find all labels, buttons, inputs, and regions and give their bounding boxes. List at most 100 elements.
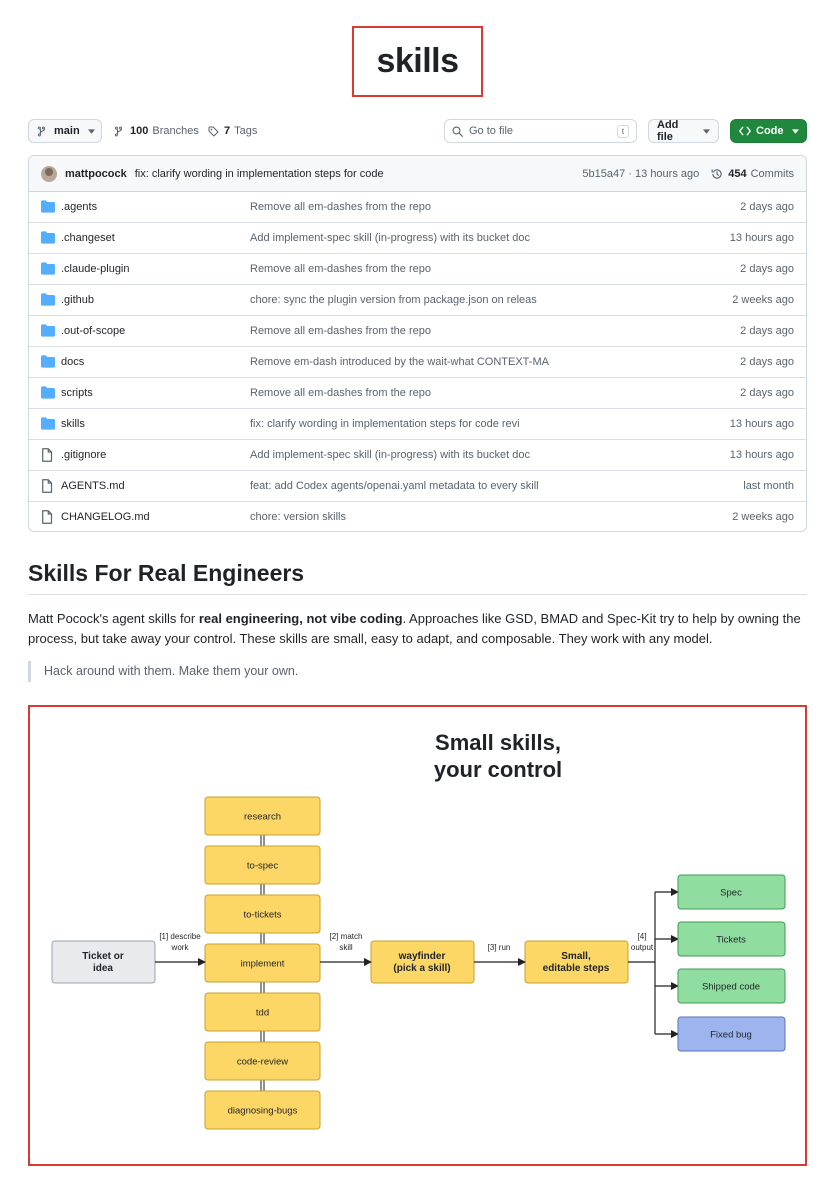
input-box-label: Ticket or	[82, 951, 124, 962]
skill-box	[204, 1041, 321, 1081]
commits-count: 454	[728, 168, 747, 180]
output-box-label: Spec	[720, 888, 742, 899]
skill-box	[204, 992, 321, 1032]
file-name-link[interactable]: .claude-plugin	[61, 263, 130, 275]
file-row[interactable]: .agents Remove all em-dashes from the rep…	[29, 192, 806, 223]
repo-title-box: skills	[352, 26, 483, 97]
file-row[interactable]: scripts Remove all em-dashes from the rep…	[29, 378, 806, 409]
file-row[interactable]: docs Remove em-dash introduced by the wai…	[29, 347, 806, 378]
editable-steps-box	[524, 940, 629, 984]
edge-label: [1] describe	[159, 932, 201, 941]
branch-select-button[interactable]: main	[28, 119, 102, 143]
readme-paragraph: Matt Pocock's agent skills for real engi…	[28, 609, 807, 649]
file-name-link[interactable]: AGENTS.md	[61, 480, 125, 492]
readme-title: Skills For Real Engineers	[28, 560, 305, 586]
go-to-file-input[interactable]: Go to file t	[444, 119, 637, 143]
file-commit-message[interactable]: Add implement-spec skill (in-progress) w…	[250, 232, 530, 244]
output-box-label: Fixed bug	[710, 1030, 752, 1041]
input-box	[51, 940, 156, 984]
wayfinder-label: wayfinder	[398, 951, 446, 962]
branch-icon	[114, 126, 123, 136]
file-row[interactable]: .github chore: sync the plugin version fr…	[29, 285, 806, 316]
file-commit-time: 13 hours ago	[729, 232, 794, 244]
file-row[interactable]: .gitignore Add implement-spec skill (in-p…	[29, 440, 806, 471]
file-commit-message[interactable]: Add implement-spec skill (in-progress) w…	[250, 449, 530, 461]
file-commit-message[interactable]: fix: clarify wording in implementation s…	[250, 418, 520, 430]
skill-box	[204, 894, 321, 934]
editable-steps-label: Small,	[561, 951, 591, 962]
edge-label: output	[631, 943, 654, 952]
add-file-button[interactable]: Add file	[648, 119, 719, 143]
folder-icon	[41, 231, 55, 245]
branch-icon	[37, 126, 46, 136]
file-commit-message[interactable]: chore: sync the plugin version from pack…	[250, 294, 537, 306]
file-name-link[interactable]: .changeset	[61, 232, 115, 244]
code-icon	[739, 126, 751, 136]
skill-box	[204, 1090, 321, 1130]
output-box	[677, 968, 786, 1004]
repo-title: skills	[376, 42, 459, 80]
code-button[interactable]: Code	[730, 119, 807, 143]
skill-box-label: implement	[241, 959, 285, 970]
file-commit-message[interactable]: Remove all em-dashes from the repo	[250, 387, 431, 399]
edge-label: [2] match	[330, 932, 363, 941]
branches-link[interactable]: 100 Branches	[114, 119, 199, 143]
tags-count: 7	[224, 125, 231, 137]
file-row[interactable]: .changeset Add implement-spec skill (in-p…	[29, 223, 806, 254]
file-commit-message[interactable]: Remove em-dash introduced by the wait-wh…	[250, 356, 550, 368]
commits-link[interactable]: 454 Commits	[711, 168, 794, 180]
commit-author[interactable]: mattpocock	[65, 167, 127, 180]
file-name-link[interactable]: .out-of-scope	[61, 325, 126, 337]
file-commit-message[interactable]: Remove all em-dashes from the repo	[250, 201, 431, 213]
file-name-link[interactable]: .github	[61, 294, 95, 306]
branch-name: main	[54, 125, 80, 137]
latest-commit-row: mattpocock fix: clarify wording in imple…	[29, 156, 806, 192]
history-icon	[711, 169, 722, 179]
tags-link[interactable]: 7 Tags	[208, 119, 257, 143]
file-row[interactable]: .claude-plugin Remove all em-dashes from …	[29, 254, 806, 285]
file-name-link[interactable]: .agents	[61, 201, 98, 213]
folder-icon	[41, 355, 55, 369]
file-icon	[41, 510, 55, 524]
skill-box-label: research	[244, 812, 281, 823]
commit-hash-time[interactable]: 5b15a47 · 13 hours ago	[582, 168, 700, 180]
folder-icon	[41, 293, 55, 307]
file-name-link[interactable]: .gitignore	[61, 449, 107, 461]
file-commit-message[interactable]: Remove all em-dashes from the repo	[250, 263, 431, 275]
editable-steps-label: editable steps	[543, 963, 610, 974]
file-commit-time: 2 weeks ago	[732, 511, 794, 523]
output-box	[677, 921, 786, 957]
search-icon	[452, 125, 463, 137]
file-name-link[interactable]: docs	[61, 356, 85, 368]
file-icon	[41, 479, 55, 493]
file-row[interactable]: AGENTS.md feat: add Codex agents/openai.y…	[29, 471, 806, 502]
file-commit-time: last month	[743, 480, 794, 492]
chevron-down-icon	[791, 128, 799, 134]
add-file-label: Add file	[657, 119, 679, 143]
file-row[interactable]: skills fix: clarify wording in implementa…	[29, 409, 806, 440]
file-commit-message[interactable]: feat: add Codex agents/openai.yaml metad…	[250, 480, 539, 492]
file-commit-time: 2 days ago	[740, 387, 794, 399]
diagram-title-line2: your control	[434, 757, 562, 782]
file-name-link[interactable]: CHANGELOG.md	[61, 511, 150, 523]
chevron-down-icon	[703, 128, 710, 134]
output-box	[677, 874, 786, 910]
file-name-link[interactable]: skills	[61, 418, 85, 430]
branches-label: Branches	[152, 125, 199, 137]
search-placeholder: Go to file	[469, 125, 514, 137]
readme-divider	[28, 594, 807, 595]
skill-box	[204, 796, 321, 836]
file-commit-message[interactable]: chore: version skills	[250, 511, 346, 523]
file-name-link[interactable]: scripts	[61, 387, 93, 399]
edge-label: work	[171, 943, 190, 952]
readme-quote-text: Hack around with them. Make them your ow…	[44, 664, 299, 678]
wayfinder-label: (pick a skill)	[393, 963, 450, 974]
avatar[interactable]	[41, 165, 57, 182]
commit-meta: 5b15a47 · 13 hours ago 454 Commits	[582, 156, 794, 192]
commit-message[interactable]: fix: clarify wording in implementation s…	[134, 167, 384, 180]
file-commit-message[interactable]: Remove all em-dashes from the repo	[250, 325, 431, 337]
skill-box-label: code-review	[237, 1057, 288, 1068]
file-row[interactable]: CHANGELOG.md chore: version skills 2 weeks…	[29, 502, 806, 531]
file-row[interactable]: .out-of-scope Remove all em-dashes from t…	[29, 316, 806, 347]
